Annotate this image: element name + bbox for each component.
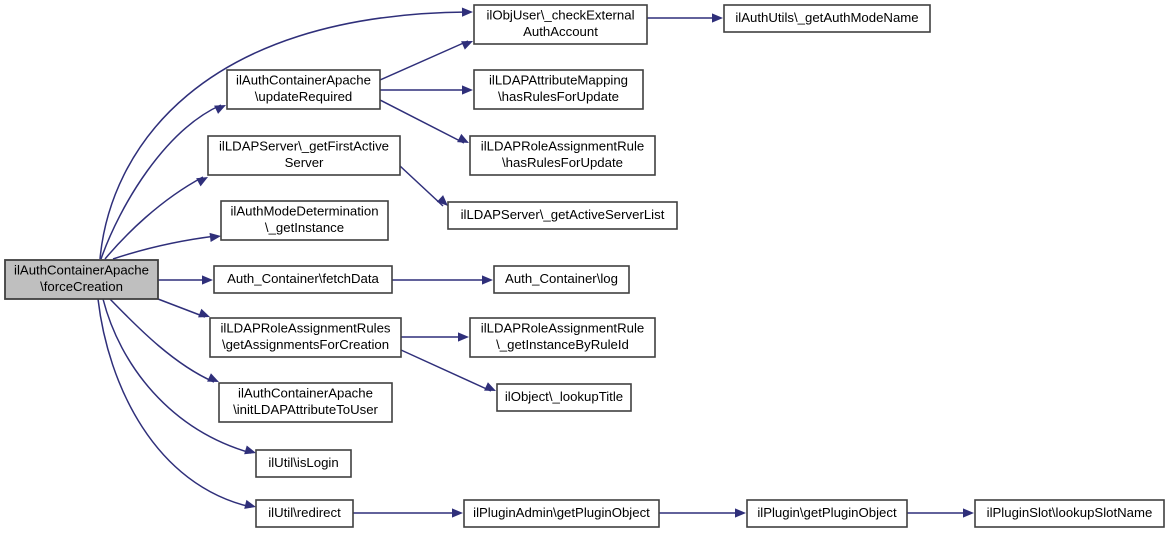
node-box[interactable] <box>255 499 354 528</box>
graph-node-lookupSlotName[interactable]: ilPluginSlot\lookupSlotName <box>974 499 1165 528</box>
call-edge <box>112 232 221 260</box>
node-box[interactable] <box>220 200 389 241</box>
call-edge <box>97 298 256 509</box>
call-edge <box>647 13 723 23</box>
node-box[interactable] <box>469 135 656 176</box>
graph-node-updateRequired[interactable]: ilAuthContainerApache\updateRequired <box>226 69 381 110</box>
call-edge <box>380 85 473 95</box>
edge-arrowhead <box>484 382 496 391</box>
node-box[interactable] <box>209 317 402 358</box>
edge-arrowhead <box>963 508 974 518</box>
edge-arrowhead <box>462 85 473 95</box>
call-edge <box>353 508 463 518</box>
edge-layer <box>97 7 974 518</box>
edge-arrowhead <box>436 195 448 206</box>
edge-arrowhead <box>452 508 463 518</box>
graph-node-initLDAPAttributeToUser[interactable]: ilAuthContainerApache\initLDAPAttributeT… <box>218 382 393 423</box>
node-box[interactable] <box>226 69 381 110</box>
call-edge <box>401 332 469 342</box>
edge-line <box>109 298 215 383</box>
node-box[interactable] <box>218 382 393 423</box>
call-edge <box>379 40 473 81</box>
edge-line <box>102 298 252 454</box>
edge-arrowhead <box>458 332 469 342</box>
call-edge <box>400 349 496 392</box>
graph-node-attrMappingHasRules[interactable]: ilLDAPAttributeMapping\hasRulesForUpdate <box>473 69 644 110</box>
node-box[interactable] <box>473 4 648 45</box>
edge-arrowhead <box>457 133 469 143</box>
edge-line <box>379 99 465 144</box>
edge-arrowhead <box>482 275 493 285</box>
edge-arrowhead <box>207 373 219 382</box>
edge-line <box>400 349 492 392</box>
node-box[interactable] <box>473 69 644 110</box>
edge-line <box>112 235 217 260</box>
node-box[interactable] <box>213 265 393 294</box>
node-box-highlighted[interactable] <box>4 259 159 300</box>
graph-node-log[interactable]: Auth_Container\log <box>493 265 630 294</box>
call-edge <box>99 7 473 260</box>
edge-arrowhead <box>209 232 221 242</box>
call-edge <box>109 298 219 383</box>
edge-arrowhead <box>735 508 746 518</box>
node-box[interactable] <box>723 4 931 33</box>
edge-arrowhead <box>214 105 226 114</box>
node-layer: ilAuthContainerApache\forceCreation ilAut… <box>4 4 1165 528</box>
edge-line <box>97 298 252 508</box>
graph-node-getInstance[interactable]: ilAuthModeDetermination\_getInstance <box>220 200 389 241</box>
node-box[interactable] <box>496 383 632 412</box>
edge-arrowhead <box>461 7 473 17</box>
edge-arrowhead <box>196 177 208 187</box>
graph-node-getAuthModeName[interactable]: ilAuthUtils\_getAuthModeName <box>723 4 931 33</box>
node-box[interactable] <box>493 265 630 294</box>
edge-line <box>99 11 469 260</box>
edge-line <box>399 165 444 207</box>
edge-arrowhead <box>712 13 723 23</box>
call-edge <box>102 298 256 455</box>
call-edge <box>399 165 448 207</box>
edge-line <box>379 40 469 81</box>
call-edge <box>157 298 210 318</box>
graph-node-redirect[interactable]: ilUtil\redirect <box>255 499 354 528</box>
node-box[interactable] <box>255 449 352 478</box>
node-box[interactable] <box>447 201 678 230</box>
edge-line <box>104 176 204 260</box>
graph-node-roleAssignmentHasRules[interactable]: ilLDAPRoleAssignmentRule\hasRulesForUpda… <box>469 135 656 176</box>
graph-node-lookupTitle[interactable]: ilObject\_lookupTitle <box>496 383 632 412</box>
node-box[interactable] <box>463 499 660 528</box>
call-edge <box>659 508 746 518</box>
call-edge <box>392 275 493 285</box>
graph-node-isLogin[interactable]: ilUtil\isLogin <box>255 449 352 478</box>
graph-node-pluginGetPluginObject[interactable]: ilPlugin\getPluginObject <box>746 499 908 528</box>
edge-arrowhead <box>202 275 213 285</box>
node-box[interactable] <box>207 135 401 176</box>
graph-node-getInstanceByRuleId[interactable]: ilLDAPRoleAssignmentRule\_getInstanceByR… <box>469 317 656 358</box>
node-box[interactable] <box>746 499 908 528</box>
edge-arrowhead <box>461 41 473 50</box>
node-box[interactable] <box>469 317 656 358</box>
edge-arrowhead <box>244 499 256 509</box>
node-box[interactable] <box>974 499 1165 528</box>
graph-node-fetchData[interactable]: Auth_Container\fetchData <box>213 265 393 294</box>
call-edge <box>379 99 469 144</box>
call-edge <box>104 176 208 260</box>
edge-line <box>157 298 206 318</box>
edge-line <box>100 104 222 260</box>
graph-node-pluginAdminGetPluginObject[interactable]: ilPluginAdmin\getPluginObject <box>463 499 660 528</box>
edge-arrowhead <box>198 308 210 318</box>
graph-node-getAssignmentsForCreation[interactable]: ilLDAPRoleAssignmentRules\getAssignments… <box>209 317 402 358</box>
edge-arrowhead <box>244 445 256 455</box>
graph-node-forceCreation[interactable]: ilAuthContainerApache\forceCreation <box>4 259 159 300</box>
graph-node-getActiveServerList[interactable]: ilLDAPServer\_getActiveServerList <box>447 201 678 230</box>
call-edge <box>158 275 213 285</box>
call-edge <box>100 104 226 260</box>
call-edge <box>907 508 974 518</box>
